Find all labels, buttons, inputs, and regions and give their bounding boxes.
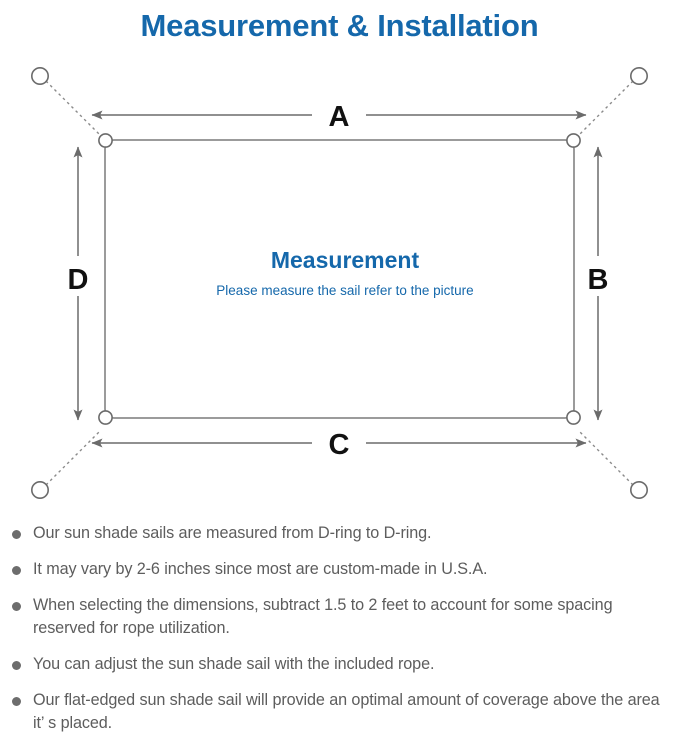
diagram-center-subtitle: Please measure the sail refer to the pic… bbox=[216, 283, 473, 298]
list-item-text: Our sun shade sails are measured from D-… bbox=[33, 524, 432, 542]
sail-d-ring-top-right bbox=[566, 133, 581, 148]
anchor-point-top-right bbox=[629, 66, 648, 85]
bullet-dot-icon bbox=[12, 661, 21, 670]
diagram-center-title: Measurement bbox=[271, 247, 420, 273]
list-item: When selecting the dimensions, subtract … bbox=[0, 594, 679, 640]
bullet-dot-icon bbox=[12, 566, 21, 575]
rope-line-bottom-right bbox=[577, 429, 634, 486]
rope-lines bbox=[45, 80, 634, 486]
anchor-points bbox=[30, 66, 648, 499]
dimension-label-a: A bbox=[329, 101, 350, 133]
dimension-label-b: B bbox=[588, 264, 609, 296]
dimension-label-d: D bbox=[68, 264, 89, 296]
rope-line-bottom-left bbox=[45, 429, 102, 486]
list-item: You can adjust the sun shade sail with t… bbox=[0, 653, 679, 676]
anchor-point-top-left bbox=[30, 66, 49, 85]
measurement-diagram: A C D B Measurement Please measure the s… bbox=[0, 48, 679, 518]
bullet-dot-icon bbox=[12, 602, 21, 611]
list-item-text: It may vary by 2-6 inches since most are… bbox=[33, 560, 488, 578]
list-item-text: You can adjust the sun shade sail with t… bbox=[33, 655, 435, 673]
sail-d-ring-bottom-right bbox=[566, 410, 581, 425]
list-item: Our flat-edged sun shade sail will provi… bbox=[0, 689, 679, 735]
sail-shape bbox=[104, 139, 575, 419]
notes-list: Our sun shade sails are measured from D-… bbox=[0, 522, 679, 748]
sail-d-rings bbox=[98, 133, 581, 425]
rope-line-top-left bbox=[45, 80, 102, 137]
sail-d-ring-top-left bbox=[98, 133, 113, 148]
anchor-point-bottom-right bbox=[629, 480, 648, 499]
list-item: Our sun shade sails are measured from D-… bbox=[0, 522, 679, 545]
list-item-text: When selecting the dimensions, subtract … bbox=[33, 596, 613, 637]
anchor-point-bottom-left bbox=[30, 480, 49, 499]
rope-line-top-right bbox=[577, 80, 634, 137]
list-item-text: Our flat-edged sun shade sail will provi… bbox=[33, 691, 660, 732]
sail-d-ring-bottom-left bbox=[98, 410, 113, 425]
dimension-label-c: C bbox=[329, 429, 350, 461]
list-item: It may vary by 2-6 inches since most are… bbox=[0, 558, 679, 581]
page-title: Measurement & Installation bbox=[140, 8, 539, 43]
bullet-dot-icon bbox=[12, 530, 21, 539]
bullet-dot-icon bbox=[12, 697, 21, 706]
